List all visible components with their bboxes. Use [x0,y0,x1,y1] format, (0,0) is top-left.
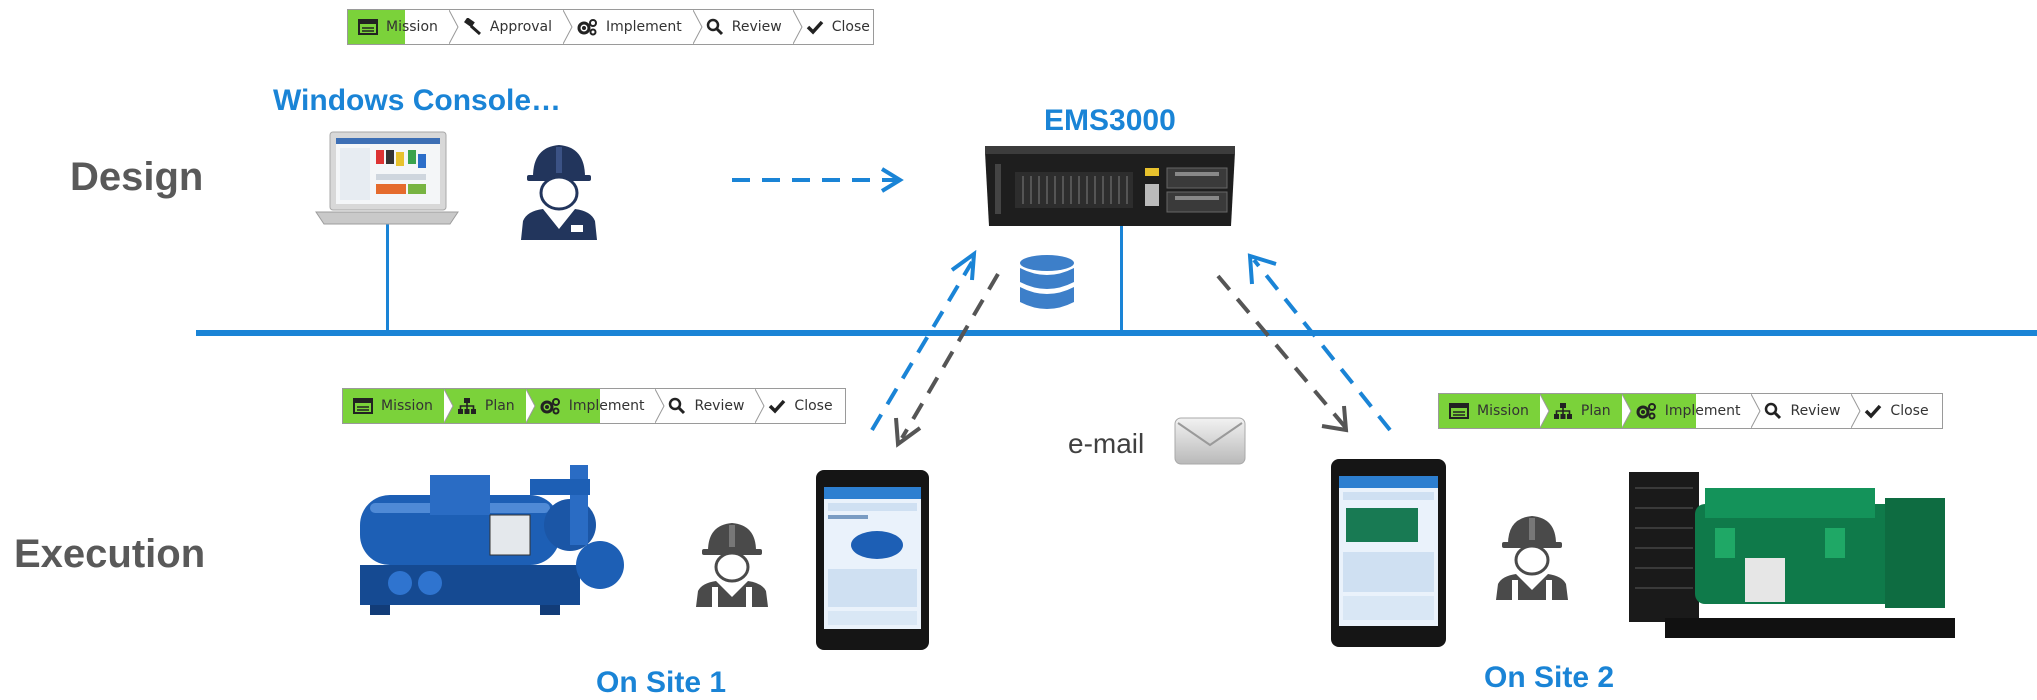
form-icon [358,19,378,35]
engineer-icon [521,145,597,240]
generator-machine-icon [1629,472,1955,638]
workflow-step-label: Close [1890,403,1929,419]
console-drop-line [386,218,389,332]
search-icon [706,18,724,36]
workflow-step-close[interactable]: Close [1854,394,1942,428]
workflow-step-label: Review [731,19,782,35]
search-icon [1764,402,1782,420]
workflow-step-label: Review [694,398,745,414]
workflow-step-label: Implement [606,19,682,35]
form-icon [1449,403,1469,419]
workflow-step-mission[interactable]: Mission [1439,394,1550,428]
workflow-step-implement[interactable]: Implement [528,389,666,423]
workflow-step-review[interactable]: Review [696,10,803,44]
server-label: EMS3000 [1044,104,1176,137]
hierarchy-icon [457,397,477,415]
workflow-step-label: Implement [568,398,645,414]
sync-arrows-site2 [1216,253,1392,433]
windows-console-label: Windows Console… [273,84,562,117]
workflow-step-label: Implement [1664,403,1741,419]
workflow-step-label: Plan [1580,403,1611,419]
workflow-step-plan[interactable]: Plan [1542,394,1632,428]
check-icon [768,398,786,414]
server-drop-line [1120,225,1123,332]
server-rack-icon [985,146,1235,226]
workflow-step-mission[interactable]: Mission [348,10,459,44]
workflow-bar-site1: Mission Plan Implement Review Close [342,388,846,424]
check-icon [806,19,824,35]
gears-icon [539,397,561,415]
worker-icon [1496,516,1568,600]
workflow-step-review[interactable]: Review [1754,394,1861,428]
workflow-step-review[interactable]: Review [658,389,765,423]
workflow-step-label: Close [794,398,833,414]
site1-label: On Site 1 [596,666,727,699]
laptop-icon [315,131,459,225]
workflow-step-close[interactable]: Close [796,10,873,44]
workflow-step-label: Mission [386,19,438,35]
design-to-server-arrow [732,167,904,193]
network-bus-line [196,330,2037,336]
tablet-site2 [1331,459,1446,647]
envelope-icon [1174,417,1246,465]
form-icon [353,398,373,414]
workflow-step-label: Close [831,19,870,35]
workflow-step-plan[interactable]: Plan [446,389,536,423]
workflow-step-close[interactable]: Close [758,389,845,423]
workflow-step-mission[interactable]: Mission [343,389,454,423]
gears-icon [1635,402,1657,420]
workflow-step-implement[interactable]: Implement [1624,394,1762,428]
tablet-site1 [816,470,929,650]
workflow-step-label: Mission [1477,403,1529,419]
workflow-step-implement[interactable]: Implement [566,10,703,44]
workflow-step-label: Mission [381,398,433,414]
gavel-icon [462,18,482,36]
workflow-bar-site2: Mission Plan Implement Review Close [1438,393,1943,429]
chiller-machine-icon [360,465,624,615]
hierarchy-icon [1553,402,1573,420]
site2-label: On Site 2 [1484,661,1615,694]
gears-icon [576,18,598,36]
worker-icon [696,523,768,607]
search-icon [668,397,686,415]
check-icon [1864,403,1882,419]
workflow-bar-design: Mission Approval Implement Review Close [347,9,874,45]
workflow-step-approval[interactable]: Approval [452,10,573,44]
workflow-step-label: Plan [484,398,515,414]
row-label-design: Design [70,155,204,199]
email-label: e-mail [1068,428,1145,459]
workflow-step-label: Approval [489,19,553,35]
row-label-execution: Execution [14,532,206,576]
workflow-step-label: Review [1790,403,1841,419]
sync-arrows-site1 [870,250,1000,448]
database-icon [1020,255,1074,309]
